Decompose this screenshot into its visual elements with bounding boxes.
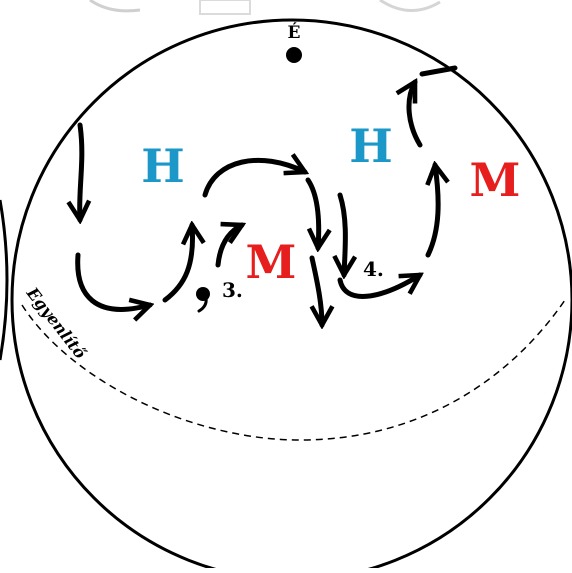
low-pressure-label-2: M [470,153,521,207]
marker-3-label: 3. [222,278,243,302]
wave-segment-a [80,125,82,220]
wave-segment-e [308,180,319,248]
equator-label: Egyenlítő [22,283,90,362]
neighbor-globe-edge [0,200,7,360]
top-cropped-residue [90,0,440,14]
wave-segment-g [312,258,322,325]
globe-outline [12,20,572,568]
north-pole-dot [286,47,302,63]
equator-line [22,300,565,440]
high-pressure-label-2: H [349,119,392,173]
wave-segment-i [428,165,438,255]
wave-segment-k [422,68,455,74]
cyclone-comma-icon [196,287,210,311]
wave-segment-l [218,225,242,265]
low-pressure-label-1: M [246,235,297,289]
north-pole-label: É [288,22,301,43]
wave-segment-j [409,82,420,145]
marker-4-label: 4. [363,257,384,281]
wave-segment-c [165,225,193,300]
wave-segment-d [205,160,305,195]
high-pressure-label-1: H [141,139,184,193]
wave-segment-b [78,255,150,309]
wave-segment-f [340,195,345,275]
